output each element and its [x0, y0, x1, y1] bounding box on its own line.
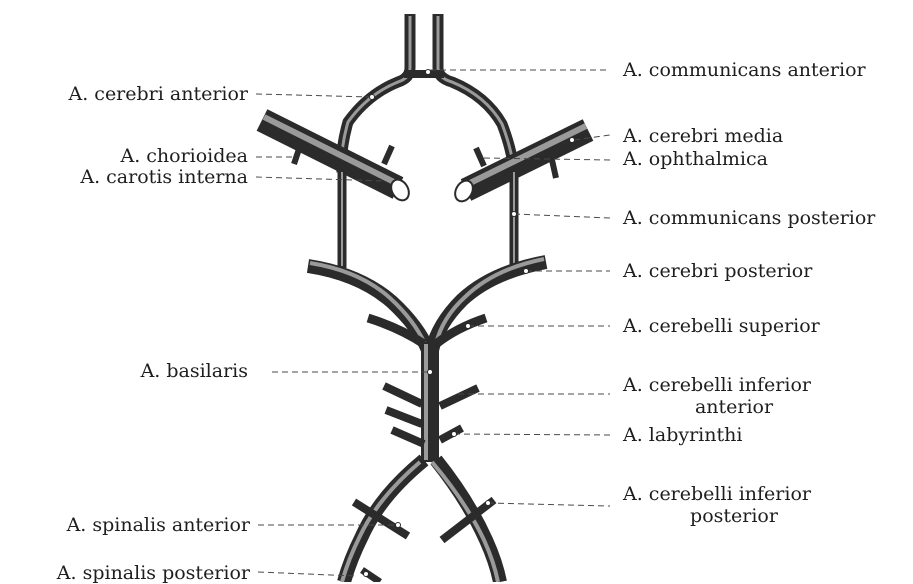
label-cerebri-posterior: A. cerebri posterior [623, 261, 812, 281]
label-communicans-anterior: A. communicans anterior [623, 60, 866, 80]
label-labyrinthi: A. labyrinthi [623, 425, 742, 445]
cerebelli-inferior-anterior-left [384, 386, 422, 404]
label-cerebri-media: A. cerebri media [623, 126, 783, 146]
label-ophthalmica: A. ophthalmica [623, 149, 768, 169]
cerebelli-inferior-anterior-right [440, 388, 478, 406]
label-basilaris: A. basilaris [141, 361, 248, 381]
label-spinalis-anterior: A. spinalis anterior [67, 515, 250, 535]
label-spinalis-posterior: A. spinalis posterior [57, 563, 250, 583]
label-cerebelli-inferior-anterior-line2: anterior [623, 397, 845, 417]
labyrinthi-left [392, 430, 424, 444]
vessels [262, 14, 588, 582]
ophthalmica-branch-2 [552, 160, 556, 178]
cerebelli-inferior-anterior-left-2 [386, 410, 422, 424]
label-cerebelli-inferior-posterior-line2: posterior [623, 506, 845, 526]
label-communicans-posterior: A. communicans posterior [623, 208, 875, 228]
label-carotis-interna: A. carotis interna [80, 167, 248, 187]
ophthalmica-branch [476, 148, 484, 166]
label-chorioidea: A. chorioidea [120, 146, 248, 166]
label-cerebelli-inferior-posterior-line1: A. cerebelli inferior [623, 484, 811, 504]
chorioidea-branch-2 [384, 146, 392, 164]
label-cerebri-anterior: A. cerebri anterior [69, 84, 249, 104]
label-cerebelli-superior: A. cerebelli superior [623, 316, 820, 336]
carotis-interna-left [262, 120, 398, 188]
label-cerebelli-inferior-anterior-line1: A. cerebelli inferior [623, 375, 811, 395]
